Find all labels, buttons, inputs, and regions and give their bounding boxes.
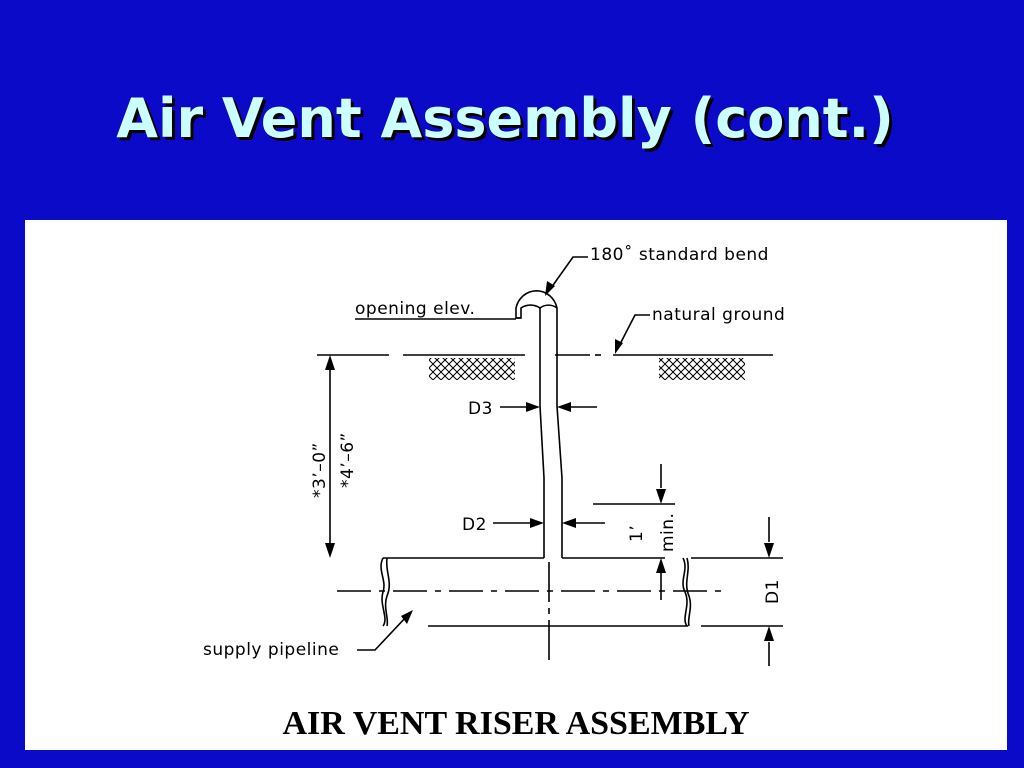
- depth-label-4ft6: *4’–6”: [338, 432, 358, 488]
- d1-label: D1: [763, 579, 783, 604]
- bend-leader-line: [550, 256, 588, 289]
- air-vent-riser-diagram: opening elev. 180˚ standard bend natural…: [203, 244, 785, 742]
- ground-leader-arrow: [615, 339, 623, 354]
- supply-pipeline: [337, 557, 783, 666]
- soil-hatch-right: [659, 358, 745, 380]
- diagram-caption: AIR VENT RISER ASSEMBLY: [282, 705, 749, 742]
- natural-ground-label: natural ground: [652, 305, 785, 325]
- opening-elev-label: opening elev.: [355, 299, 475, 319]
- d2-arrow-left: [530, 518, 544, 528]
- pipeline-leader-line: [357, 615, 408, 651]
- ground-leader-line: [617, 314, 650, 349]
- min-cover-label-1ft: 1’: [627, 525, 647, 542]
- pipeline-leader-arrow: [401, 610, 413, 624]
- bend-leader-arrow: [545, 281, 555, 296]
- standard-bend-label: 180˚ standard bend: [590, 244, 769, 265]
- depth-label-3ft: *3’–0”: [310, 442, 330, 498]
- d3-label: D3: [468, 399, 493, 419]
- slide-title: Air Vent Assembly (cont.): [116, 87, 894, 150]
- min-cover-label-min: min.: [658, 513, 678, 552]
- soil-hatch-left: [429, 358, 515, 380]
- d2-label: D2: [462, 515, 487, 535]
- vent-riser: [515, 289, 563, 558]
- supply-pipeline-label: supply pipeline: [203, 640, 339, 660]
- d2-arrow-right: [562, 518, 576, 528]
- d1-dimension: [764, 517, 774, 666]
- min-cover-dimension: [593, 464, 675, 600]
- depth-dimension: [325, 355, 335, 558]
- d3-arrow-left: [526, 402, 540, 412]
- diagram-panel: opening elev. 180˚ standard bend natural…: [25, 220, 1007, 750]
- d3-arrow-right: [557, 402, 571, 412]
